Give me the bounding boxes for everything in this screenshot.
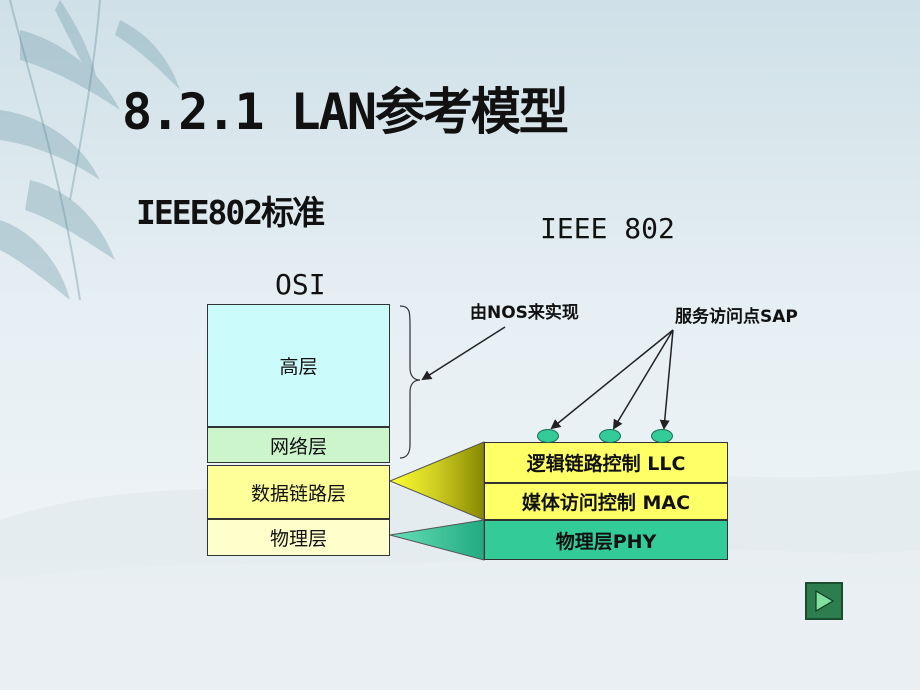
- sap-point-1: [537, 429, 559, 443]
- osi-high-layer: 高层: [207, 304, 390, 427]
- slide-subtitle: IEEE802标准: [136, 193, 325, 232]
- ieee-mac-layer: 媒体访问控制 MAC: [484, 483, 728, 520]
- play-next-icon: [815, 589, 835, 613]
- next-slide-button[interactable]: [805, 582, 843, 620]
- sap-point-3: [651, 429, 673, 443]
- sap-point-2: [599, 429, 621, 443]
- sap-note: 服务访问点SAP: [675, 307, 798, 327]
- ieee-llc-layer: 逻辑链路控制 LLC: [484, 442, 728, 483]
- ieee-phy-layer: 物理层PHY: [484, 520, 728, 560]
- osi-datalink-layer: 数据链路层: [207, 465, 390, 519]
- nos-note: 由NOS来实现: [470, 303, 579, 323]
- ieee-label: IEEE 802: [540, 212, 675, 245]
- osi-label: OSI: [275, 268, 326, 301]
- slide-title: 8.2.1 LAN参考模型: [122, 83, 569, 141]
- osi-physical-layer: 物理层: [207, 519, 390, 556]
- osi-network-layer: 网络层: [207, 427, 390, 463]
